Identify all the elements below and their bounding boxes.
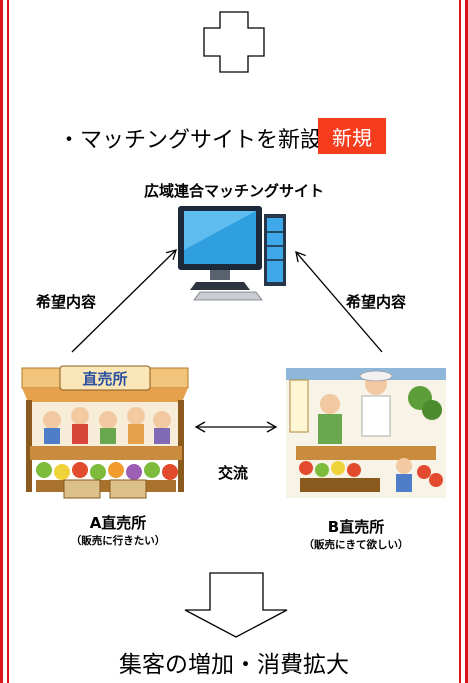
down-arrow xyxy=(184,572,288,638)
store-a-name: A直売所 xyxy=(89,514,147,532)
arrow-a-to-site xyxy=(71,249,177,353)
right-border xyxy=(459,0,468,683)
store-a-note: （販売に行きたい） xyxy=(70,535,166,547)
arrow-b-to-site xyxy=(295,250,383,353)
heading-text: ・マッチングサイトを新設 xyxy=(58,128,323,153)
plus-icon xyxy=(203,11,265,73)
store-a-sign: 直売所 xyxy=(82,370,127,388)
new-badge: 新規 xyxy=(318,118,386,154)
store-b-note: （販売にきて欲しい） xyxy=(303,539,409,551)
store-b-illustration xyxy=(286,368,446,498)
request-label-right: 希望内容 xyxy=(346,293,407,311)
request-label-left: 希望内容 xyxy=(36,293,97,311)
computer-icon xyxy=(178,206,286,301)
outcome-text: 集客の増加・消費拡大 xyxy=(119,652,349,678)
store-b-name: B直売所 xyxy=(327,518,385,536)
store-a-illustration: 直売所 xyxy=(21,365,189,499)
left-border xyxy=(0,0,9,683)
site-title: 広域連合マッチングサイト xyxy=(143,182,324,200)
exchange-label: 交流 xyxy=(218,464,249,482)
